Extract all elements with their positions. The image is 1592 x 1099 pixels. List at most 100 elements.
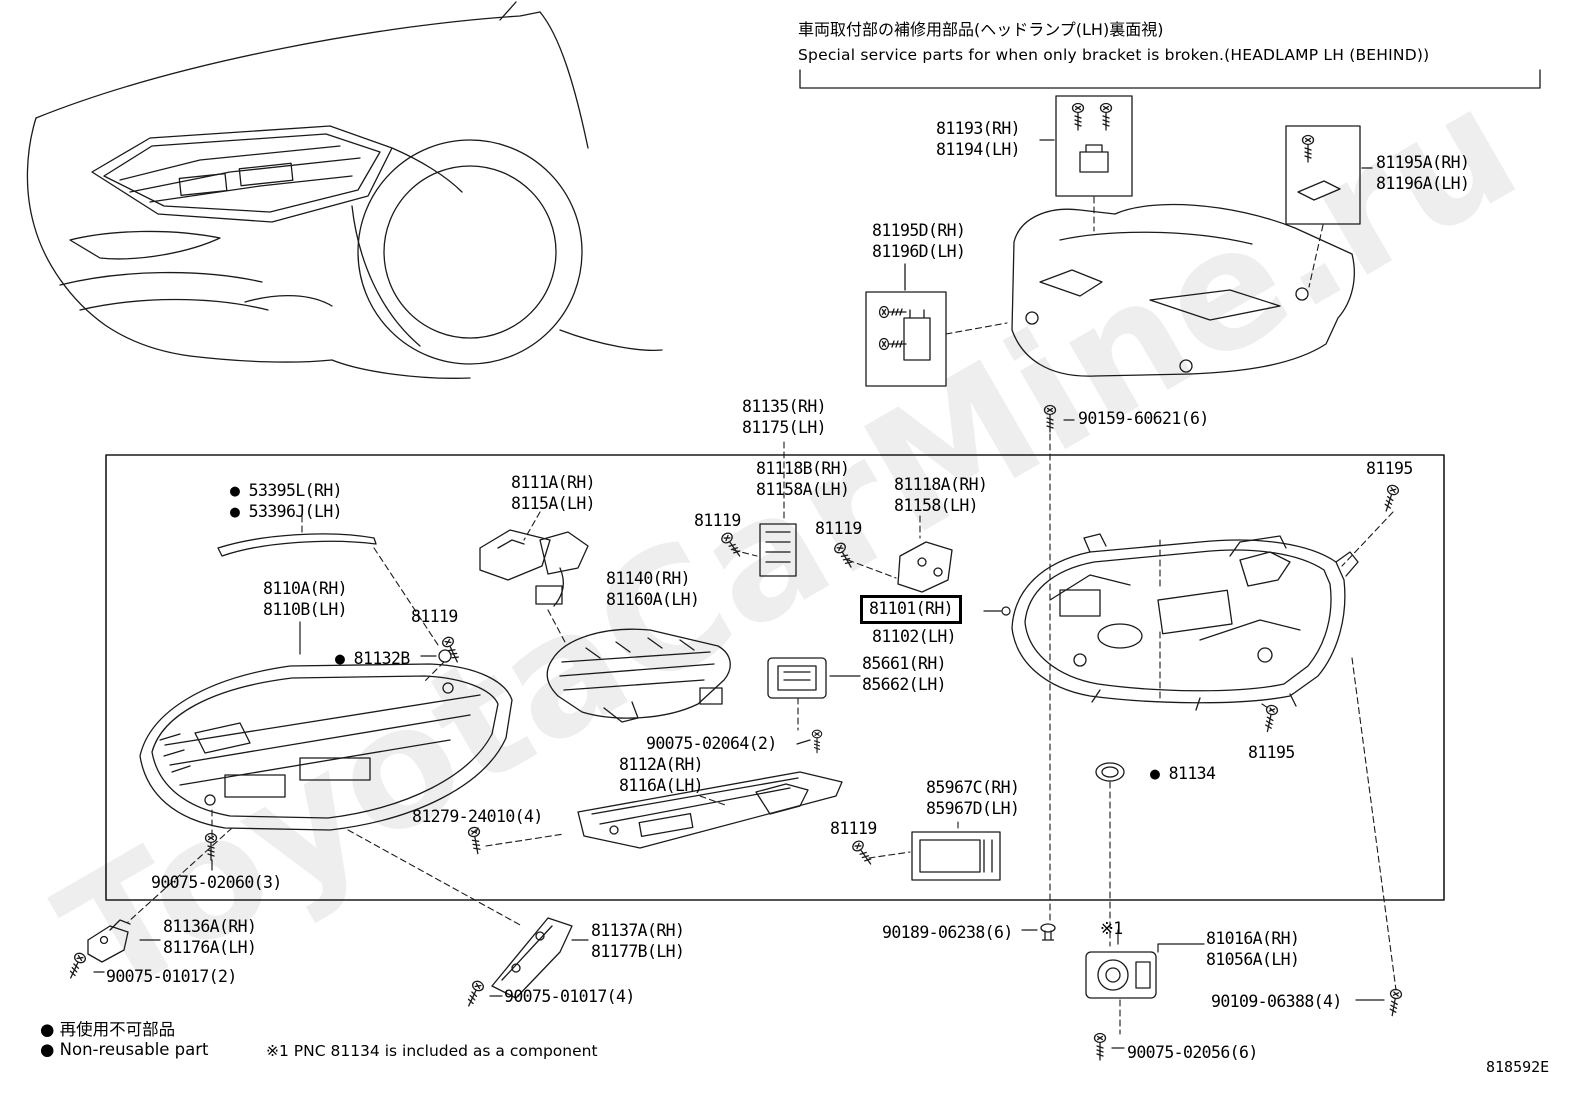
part-number-line: 90189-06238(6) <box>882 923 1013 942</box>
part-number-line: 81158A(LH) <box>756 480 850 499</box>
drawing-code: 818592E <box>1486 1058 1550 1076</box>
lower-lamp-strip-art <box>577 771 843 849</box>
part-number-line: 81056A(LH) <box>1206 950 1300 969</box>
part-label-81134[interactable]: ● 81134 <box>1150 763 1216 784</box>
part-number-line: 81016A(RH) <box>1206 929 1300 948</box>
part-number-line: 81196A(LH) <box>1376 174 1470 193</box>
part-number-line: 90075-01017(2) <box>106 967 237 986</box>
part-number-line: 85967C(RH) <box>926 778 1020 797</box>
part-label-90159-60621[interactable]: 90159-60621(6) <box>1078 408 1209 429</box>
part-label-53395L[interactable]: ● 53395L(RH) ● 53396J(LH) <box>230 480 343 522</box>
part-number-line: 8110B(LH) <box>263 600 348 619</box>
part-number-line: 81158(LH) <box>894 496 979 515</box>
part-number-line: 81195D(RH) <box>872 221 966 240</box>
part-label-8111A[interactable]: 8111A(RH) 8115A(LH) <box>511 472 596 514</box>
part-label-8110A[interactable]: 8110A(RH) 8110B(LH) <box>263 578 348 620</box>
part-number-line: 81119 <box>830 819 877 838</box>
part-number-line: 81101(RH) <box>869 599 954 618</box>
part-label-81140[interactable]: 81140(RH) 81160A(LH) <box>606 568 700 610</box>
part-number-line: 81195A(RH) <box>1376 153 1470 172</box>
part-number-line: 90075-01017(4) <box>504 987 635 1006</box>
leader-lines-dashed <box>127 196 1397 1035</box>
grommet-ring-art <box>1095 762 1125 782</box>
part-number-line: 8112A(RH) <box>619 755 704 774</box>
part-number-line: ● 53395L(RH) <box>230 481 343 500</box>
part-number-line: 8111A(RH) <box>511 473 596 492</box>
part-label-85661[interactable]: 85661(RH) 85662(LH) <box>862 653 947 695</box>
part-number-line: ※1 <box>1100 919 1123 938</box>
part-label-81119-c[interactable]: 81119 <box>411 606 458 627</box>
part-label-81195D[interactable]: 81195D(RH) 81196D(LH) <box>872 220 966 262</box>
part-number-line: 81137A(RH) <box>591 921 685 940</box>
part-number-line: 85967D(LH) <box>926 799 1020 818</box>
part-number-line: 81119 <box>694 511 741 530</box>
part-label-90075-02060[interactable]: 90075-02060(3) <box>151 872 282 893</box>
special-service-parts-art <box>799 69 1541 387</box>
bracket-81136A-art <box>87 919 131 963</box>
part-label-81119-d[interactable]: 81119 <box>830 818 877 839</box>
part-label-90075-01017-4[interactable]: 90075-01017(4) <box>504 986 635 1007</box>
part-number-line: 81195 <box>1366 459 1413 478</box>
part-number-line: 90075-02064(2) <box>646 734 777 753</box>
part-label-85967C[interactable]: 85967C(RH) 85967D(LH) <box>926 777 1020 819</box>
part-label-81119-b[interactable]: 81119 <box>815 518 862 539</box>
part-label-81193[interactable]: 81193(RH) 81194(LH) <box>936 118 1021 160</box>
part-number-line: 81195 <box>1248 743 1295 762</box>
part-number-line: 81196D(LH) <box>872 242 966 261</box>
section-title-japanese: 車両取付部の補修用部品(ヘッドランプ(LH)裏面視) <box>798 20 1164 39</box>
section-title-english: Special service parts for when only brac… <box>798 46 1430 64</box>
part-label-81137A[interactable]: 81137A(RH) 81177B(LH) <box>591 920 685 962</box>
moulding-strip-art <box>217 533 377 557</box>
part-number-line: 81118A(RH) <box>894 475 988 494</box>
part-label-81118B[interactable]: 81118B(RH) 81158A(LH) <box>756 458 850 500</box>
part-number-line: ● 81132B <box>335 649 410 668</box>
part-number-line: 81193(RH) <box>936 119 1021 138</box>
part-number-line: 90075-02056(6) <box>1127 1043 1258 1062</box>
part-label-81195A[interactable]: 81195A(RH) 81196A(LH) <box>1376 152 1470 194</box>
legend-non-reusable-jp: ● 再使用不可部品 <box>40 1020 176 1039</box>
part-number-line: 85661(RH) <box>862 654 947 673</box>
part-label-81101-selected[interactable]: 81101(RH) <box>860 595 963 624</box>
part-label-8112A[interactable]: 8112A(RH) 8116A(LH) <box>619 754 704 796</box>
part-number-line: 8115A(LH) <box>511 494 596 513</box>
part-number-line: 85662(LH) <box>862 675 947 694</box>
bracket-81137A-art <box>491 917 573 999</box>
leader-lines-solid <box>93 419 1385 1049</box>
part-label-81135[interactable]: 81135(RH) 81175(LH) <box>742 396 827 438</box>
part-label-90109-06388[interactable]: 90109-06388(4) <box>1211 991 1342 1012</box>
clip-81132B-art <box>438 649 452 663</box>
part-number-line: 81119 <box>411 607 458 626</box>
part-number-line: 81279-24010(4) <box>412 807 543 826</box>
part-number-line: 81176A(LH) <box>163 938 257 957</box>
part-label-81102[interactable]: 81102(LH) <box>872 626 957 647</box>
part-label-81119-a[interactable]: 81119 <box>694 510 741 531</box>
car-front-line-art <box>26 1 663 379</box>
footnote-mark-1: ※1 <box>1100 918 1123 939</box>
part-label-90075-02064[interactable]: 90075-02064(2) <box>646 733 777 754</box>
part-number-line: ● 53396J(LH) <box>230 502 343 521</box>
part-number-line: 81175(LH) <box>742 418 827 437</box>
part-label-81136A[interactable]: 81136A(RH) 81176A(LH) <box>163 916 257 958</box>
part-number-line: 90109-06388(4) <box>1211 992 1342 1011</box>
headlamp-housing-right-art <box>1011 533 1359 711</box>
part-number-line: 81102(LH) <box>872 627 957 646</box>
part-label-81195-top[interactable]: 81195 <box>1366 458 1413 479</box>
lamp-computer-art <box>767 657 827 699</box>
part-label-81118A[interactable]: 81118A(RH) 81158(LH) <box>894 474 988 516</box>
part-label-81132B[interactable]: ● 81132B <box>335 648 410 669</box>
part-number-line: 81119 <box>815 519 862 538</box>
footnote-pnc-81134: ※1 PNC 81134 is included as a component <box>266 1042 598 1060</box>
part-label-81279-24010[interactable]: 81279-24010(4) <box>412 806 543 827</box>
part-number-line: 90075-02060(3) <box>151 873 282 892</box>
part-label-81195-mid[interactable]: 81195 <box>1248 742 1295 763</box>
part-label-90189-06238[interactable]: 90189-06238(6) <box>882 922 1013 943</box>
part-number-line: 8110A(RH) <box>263 579 348 598</box>
main-parts-border <box>105 454 1445 901</box>
part-label-90075-02056[interactable]: 90075-02056(6) <box>1127 1042 1258 1063</box>
part-label-81016A[interactable]: 81016A(RH) 81056A(LH) <box>1206 928 1300 970</box>
part-number-line: 90159-60621(6) <box>1078 409 1209 428</box>
part-label-90075-01017-2[interactable]: 90075-01017(2) <box>106 966 237 987</box>
bracket-81118B-art <box>759 523 797 577</box>
